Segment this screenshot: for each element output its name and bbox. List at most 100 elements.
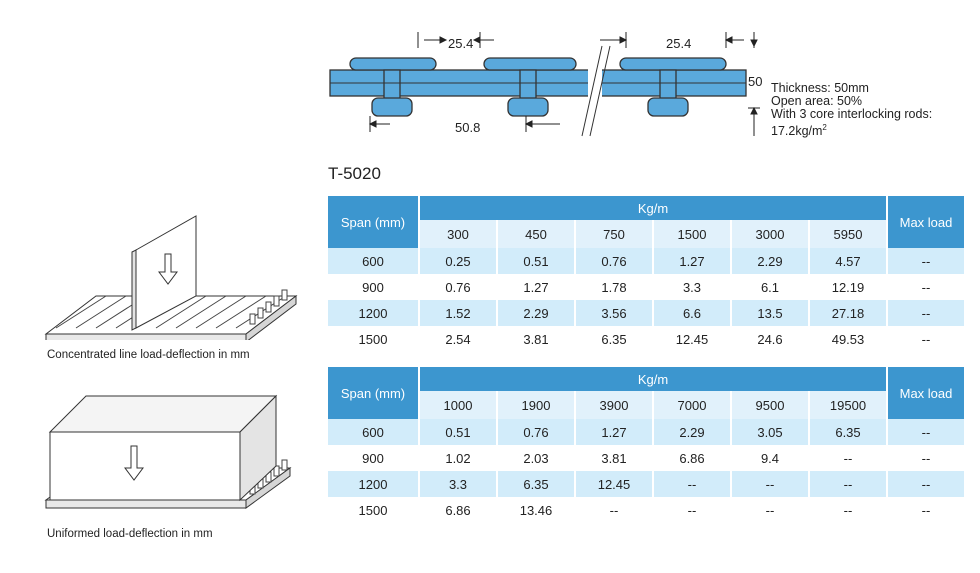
value-cell: 1.27: [652, 248, 730, 274]
value-cell: 6.35: [574, 326, 652, 352]
dim-top-left: 25.4: [448, 36, 474, 51]
value-cell: 6.86: [652, 445, 730, 471]
table-row: 1200 1.52 2.29 3.56 6.6 13.5 27.18 --: [328, 300, 964, 326]
grating-end-profiles: [249, 289, 288, 325]
spec-rods-weight-line: 17.2kg/m2: [771, 121, 932, 138]
value-cell: 1.52: [418, 300, 496, 326]
value-cell: 6.1: [730, 274, 808, 300]
table-row: 600 0.51 0.76 1.27 2.29 3.05 6.35 --: [328, 419, 964, 445]
span-cell: 600: [328, 248, 418, 274]
table-row: 1500 2.54 3.81 6.35 12.45 24.6 49.53 --: [328, 326, 964, 352]
value-cell: 9.4: [730, 445, 808, 471]
load-table-2: Span (mm) Kg/m Max load 1000 1900 3900 7…: [328, 367, 964, 523]
table-row: 600 0.25 0.51 0.76 1.27 2.29 4.57 --: [328, 248, 964, 274]
line-load-caption: Concentrated line load-deflection in mm: [47, 349, 250, 361]
max-cell: --: [886, 326, 964, 352]
value-cell: 12.45: [574, 471, 652, 497]
value-cell: 2.03: [496, 445, 574, 471]
value-cell: 1.27: [574, 419, 652, 445]
table-row: 900 0.76 1.27 1.78 3.3 6.1 12.19 --: [328, 274, 964, 300]
uniform-load-caption: Uniformed load-deflection in mm: [47, 528, 213, 540]
value-cell: 3.81: [574, 445, 652, 471]
max-cell: --: [886, 274, 964, 300]
span-cell: 600: [328, 419, 418, 445]
value-cell: 2.29: [730, 248, 808, 274]
max-cell: --: [886, 497, 964, 523]
value-cell: 0.76: [496, 419, 574, 445]
value-cell: 2.54: [418, 326, 496, 352]
span-cell: 900: [328, 274, 418, 300]
value-cell: 1.02: [418, 445, 496, 471]
span-header: Span (mm): [328, 367, 418, 419]
table-row: 1200 3.3 6.35 12.45 -- -- -- --: [328, 471, 964, 497]
value-cell: --: [730, 471, 808, 497]
bottom-dimension-lines: [368, 106, 760, 136]
value-cell: 2.29: [652, 419, 730, 445]
load-header-cell: 450: [496, 220, 574, 248]
value-cell: --: [652, 471, 730, 497]
table-row: 1500 6.86 13.46 -- -- -- -- --: [328, 497, 964, 523]
spec-thickness: Thickness: 50mm: [771, 81, 869, 95]
dim-top-right: 25.4: [666, 36, 692, 51]
value-cell: 0.51: [496, 248, 574, 274]
grating-cross-section: [329, 57, 747, 117]
max-cell: --: [886, 248, 964, 274]
spec-block: Thickness: 50mm Open area: 50% With 3 co…: [771, 82, 932, 138]
table-row: 900 1.02 2.03 3.81 6.86 9.4 -- --: [328, 445, 964, 471]
span-cell: 1200: [328, 471, 418, 497]
uniform-load-illustration: [44, 394, 292, 509]
down-arrow-icon: [158, 253, 178, 285]
dim-height: 50: [748, 74, 763, 89]
value-cell: 2.29: [496, 300, 574, 326]
kg-header: Kg/m: [418, 367, 886, 391]
value-cell: 12.45: [652, 326, 730, 352]
value-cell: 6.35: [808, 419, 886, 445]
load-header-cell: 1900: [496, 391, 574, 419]
max-cell: --: [886, 300, 964, 326]
load-header-cell: 3900: [574, 391, 652, 419]
load-header-cell: 750: [574, 220, 652, 248]
spec-rods-weight: 17.2kg/m: [771, 124, 823, 138]
value-cell: 49.53: [808, 326, 886, 352]
span-cell: 1200: [328, 300, 418, 326]
dim-pitch: 50.8: [455, 120, 481, 135]
value-cell: 3.81: [496, 326, 574, 352]
value-cell: 6.35: [496, 471, 574, 497]
value-cell: 1.27: [496, 274, 574, 300]
model-title: T-5020: [328, 164, 381, 183]
value-cell: 24.6: [730, 326, 808, 352]
value-cell: 12.19: [808, 274, 886, 300]
max-cell: --: [886, 445, 964, 471]
value-cell: 3.3: [652, 274, 730, 300]
load-table-1: Span (mm) Kg/m Max load 300 450 750 1500…: [328, 196, 964, 352]
grating-profile-drawing: [329, 32, 760, 138]
value-cell: --: [574, 497, 652, 523]
value-cell: 6.86: [418, 497, 496, 523]
load-header-cell: 9500: [730, 391, 808, 419]
value-cell: --: [652, 497, 730, 523]
value-cell: 0.51: [418, 419, 496, 445]
max-cell: --: [886, 419, 964, 445]
load-header-cell: 1000: [418, 391, 496, 419]
value-cell: 3.3: [418, 471, 496, 497]
load-header-cell: 300: [418, 220, 496, 248]
line-load-illustration: [44, 215, 298, 340]
value-cell: 0.76: [574, 248, 652, 274]
value-cell: 0.76: [418, 274, 496, 300]
value-cell: 1.78: [574, 274, 652, 300]
load-header-cell: 3000: [730, 220, 808, 248]
spec-rods-unit-sup: 2: [822, 123, 827, 132]
down-arrow-icon: [124, 445, 144, 481]
value-cell: 3.56: [574, 300, 652, 326]
value-cell: 27.18: [808, 300, 886, 326]
spec-rods: With 3 core interlocking rods:: [771, 107, 933, 121]
top-dimension-lines: [417, 32, 758, 48]
value-cell: 4.57: [808, 248, 886, 274]
kg-header: Kg/m: [418, 196, 886, 220]
value-cell: --: [808, 471, 886, 497]
value-cell: 0.25: [418, 248, 496, 274]
span-cell: 1500: [328, 326, 418, 352]
spec-open-area: Open area: 50%: [771, 94, 863, 108]
span-cell: 900: [328, 445, 418, 471]
load-header-cell: 5950: [808, 220, 886, 248]
